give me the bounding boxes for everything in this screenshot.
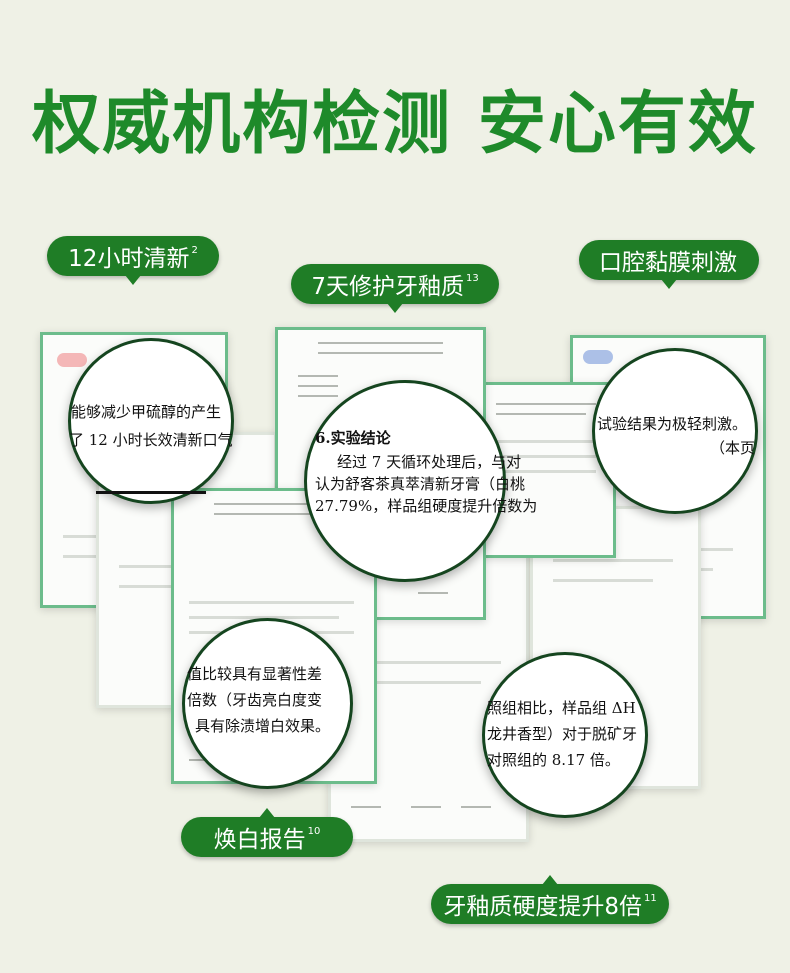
magnifier-text: 值比较具有显著性差 <box>187 665 323 683</box>
tag-label: 口腔黏膜刺激 <box>599 250 737 276</box>
tag-footnote: 11 <box>643 892 657 904</box>
magnifier-text: 龙井香型）对于脱矿牙 <box>487 725 638 743</box>
tag-footnote: 2 <box>191 244 198 256</box>
tag-footnote: 13 <box>465 272 479 284</box>
magnifier-text: 了 12 小时长效清新口气 <box>69 431 233 449</box>
magnifier-hardness: 照组相比，样品组 ΔH 龙井香型）对于脱矿牙 对照组的 8.17 倍。 <box>482 652 648 818</box>
tag-footnote: 10 <box>307 825 321 837</box>
magnifier-text: 能够减少甲硫醇的产生 <box>71 403 222 421</box>
tag-label: 12小时清新 <box>68 246 190 272</box>
magnifier-text: 对照组的 8.17 倍。 <box>487 751 620 769</box>
magnifier-text: （本页 <box>710 439 756 457</box>
magnifier-text: 认为舒客茶真萃清新牙膏（白桃 <box>315 475 526 493</box>
tag-mucosa-irritation: 口腔黏膜刺激 <box>579 240 759 289</box>
tag-label: 牙釉质硬度提升8倍 <box>443 894 642 920</box>
magnifier-whitening: 值比较具有显著性差 倍数（牙齿亮白度变 具有除渍增白效果。 <box>182 618 353 789</box>
magnifier-repair: 6.实验结论 经过 7 天循环处理后，与对 认为舒客茶真萃清新牙膏（白桃 27.… <box>304 380 537 582</box>
magnifier-text: 照组相比，样品组 ΔH <box>487 699 636 717</box>
magnifier-mucosa: 试验结果为极轻刺激。 （本页 <box>592 348 758 514</box>
magnifier-text: 具有除渍增白效果。 <box>195 717 331 735</box>
tag-label: 焕白报告 <box>213 827 306 853</box>
magnifier-text: 试验结果为极轻刺激。 <box>597 415 748 433</box>
magnifier-fresh: 能够减少甲硫醇的产生 了 12 小时长效清新口气 <box>68 338 234 504</box>
page-title: 权威机构检测 安心有效 <box>32 85 758 164</box>
magnifier-heading: 6.实验结论 <box>315 429 391 447</box>
tag-label: 7天修护牙釉质 <box>311 274 464 300</box>
magnifier-text: 经过 7 天循环处理后，与对 <box>337 453 522 471</box>
magnifier-text: 倍数（牙齿亮白度变 <box>187 691 323 709</box>
magnifier-text: 27.79%，样品组硬度提升倍数为 <box>315 497 538 515</box>
